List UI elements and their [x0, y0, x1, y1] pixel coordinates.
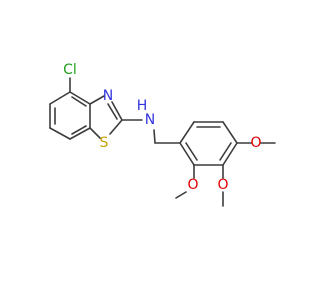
- bond: [49, 91, 71, 105]
- amine-nitrogen-label: N: [145, 112, 155, 128]
- bond: [107, 103, 118, 120]
- chlorine-label: Cl: [63, 62, 77, 78]
- bond: [69, 91, 91, 105]
- bond: [109, 119, 123, 135]
- bond: [219, 142, 232, 161]
- sulfur-label: S: [100, 135, 109, 151]
- bond: [175, 191, 187, 199]
- bond: [179, 121, 195, 144]
- bond: [222, 121, 238, 144]
- thiazole-nitrogen-label: N: [103, 88, 113, 104]
- structure-diagram: Cl N S N H O O O: [49, 62, 276, 207]
- bond: [49, 127, 71, 140]
- bond: [69, 127, 91, 140]
- bond: [185, 142, 198, 161]
- bond: [222, 142, 238, 166]
- bond-layer: [49, 77, 276, 207]
- amine-hydrogen-label: H: [137, 98, 148, 114]
- bond: [111, 101, 123, 121]
- bond: [71, 125, 87, 135]
- oxygen-meta-label: O: [217, 177, 228, 193]
- bond: [89, 95, 105, 105]
- bond: [71, 96, 87, 107]
- oxygen-ortho-label: O: [187, 177, 198, 193]
- bond: [89, 127, 101, 139]
- bond: [179, 142, 195, 166]
- bond: [153, 129, 156, 144]
- molecule-drawing: Cl N S N H O O O: [49, 62, 276, 207]
- oxygen-para-label: O: [250, 135, 261, 151]
- atom-label-layer: Cl N S N H O O O: [63, 62, 261, 193]
